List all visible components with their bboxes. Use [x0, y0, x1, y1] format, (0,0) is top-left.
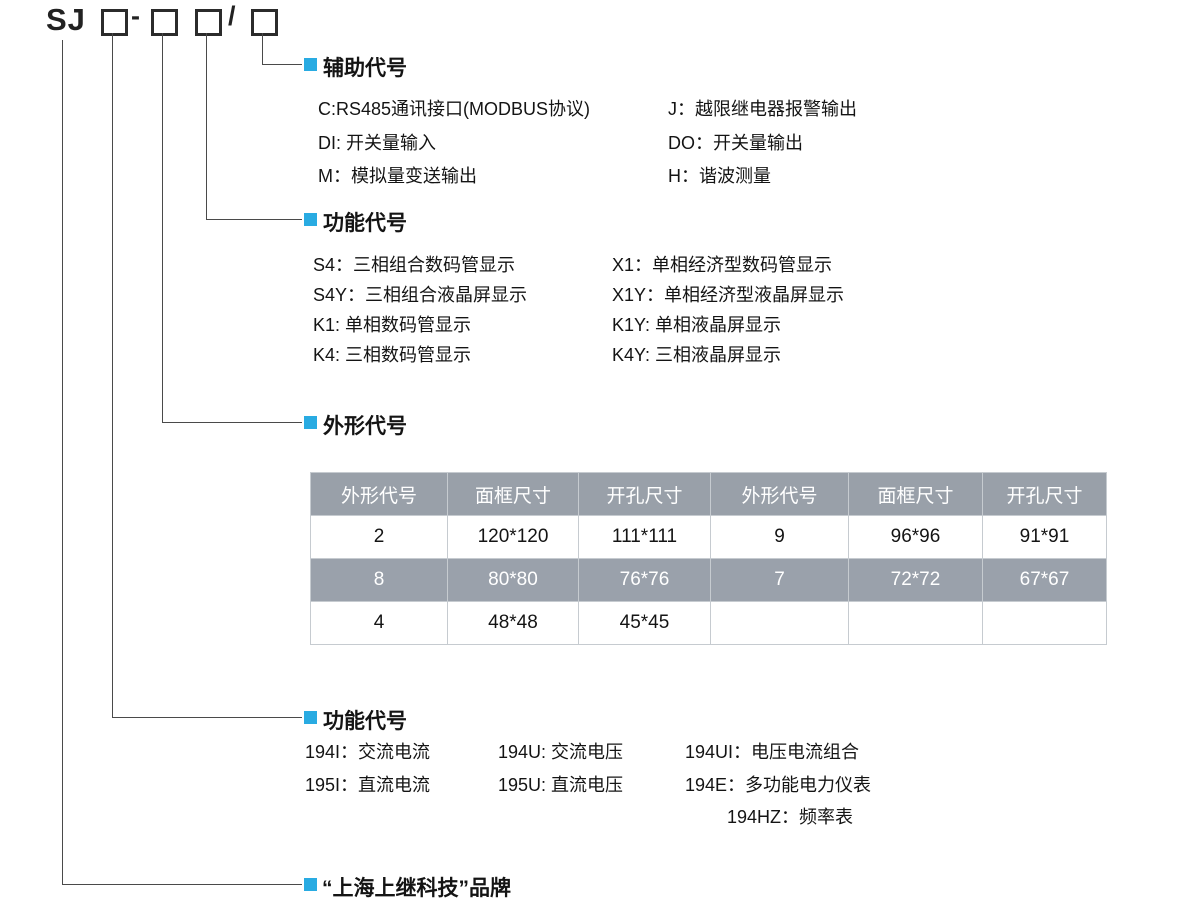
- function-type-item: 194UI：电压电流组合: [685, 742, 860, 762]
- table-cell: 67*67: [982, 558, 1107, 602]
- table-cell: 45*45: [578, 601, 711, 645]
- connector-line-function-display-vertical: [206, 33, 207, 220]
- table-cell: 8: [310, 558, 448, 602]
- table-cell: 2: [310, 515, 448, 559]
- table-header-cell: 开孔尺寸: [982, 472, 1107, 516]
- connector-line-function-type-vertical: [112, 33, 113, 718]
- table-cell: 96*96: [848, 515, 983, 559]
- function-display-item: K4Y: 三相液晶屏显示: [612, 345, 782, 365]
- table-cell: [710, 601, 849, 645]
- auxiliary-item: M：模拟量变送输出: [318, 166, 477, 186]
- function-type-item: 195I：直流电流: [305, 775, 431, 795]
- connector-line-auxiliary-vertical: [262, 33, 263, 65]
- model-prefix: SJ: [46, 2, 86, 37]
- function-display-item: K4: 三相数码管显示: [313, 345, 472, 365]
- brand-section-title: “上海上继科技”品牌: [322, 877, 511, 900]
- connector-line-function-type-horizontal: [112, 717, 302, 718]
- function-display-item: S4：三相组合数码管显示: [313, 255, 516, 275]
- function-display-item: K1Y: 单相液晶屏显示: [612, 315, 782, 335]
- table-header-cell: 外形代号: [710, 472, 849, 516]
- function-display-section-title: 功能代号: [323, 212, 407, 235]
- model-box-3: [195, 9, 222, 36]
- connector-line-brand-horizontal: [62, 884, 302, 885]
- model-dash: -: [131, 1, 140, 31]
- auxiliary-item: J：越限继电器报警输出: [668, 99, 857, 119]
- function-display-bullet-icon: [304, 213, 317, 226]
- function-type-item: 194I：交流电流: [305, 742, 431, 762]
- brand-bullet-icon: [304, 878, 317, 891]
- shape-code-table: 外形代号 面框尺寸 开孔尺寸 外形代号 面框尺寸 开孔尺寸 2 120*120 …: [310, 472, 1107, 645]
- table-cell: 9: [710, 515, 849, 559]
- function-display-item: S4Y：三相组合液晶屏显示: [313, 285, 528, 305]
- connector-line-shape-vertical: [162, 33, 163, 423]
- auxiliary-item: DI: 开关量输入: [318, 133, 437, 153]
- function-display-item: X1Y：单相经济型液晶屏显示: [612, 285, 845, 305]
- table-header-row: 外形代号 面框尺寸 开孔尺寸 外形代号 面框尺寸 开孔尺寸: [310, 472, 1107, 516]
- connector-line-brand-vertical: [62, 40, 63, 885]
- function-type-item: 194HZ：频率表: [727, 807, 854, 827]
- table-row: 2 120*120 111*111 9 96*96 91*91: [310, 515, 1107, 559]
- function-type-section-title: 功能代号: [323, 710, 407, 733]
- table-cell: 76*76: [578, 558, 711, 602]
- table-cell: 4: [310, 601, 448, 645]
- shape-table-wrapper: 外形代号 面框尺寸 开孔尺寸 外形代号 面框尺寸 开孔尺寸 2 120*120 …: [310, 472, 1107, 645]
- shape-section-title: 外形代号: [323, 415, 407, 438]
- table-cell: 48*48: [447, 601, 579, 645]
- shape-bullet-icon: [304, 416, 317, 429]
- model-box-4: [251, 9, 278, 36]
- model-slash: /: [228, 1, 236, 31]
- table-row: 8 80*80 76*76 7 72*72 67*67: [310, 558, 1107, 602]
- table-cell: 7: [710, 558, 849, 602]
- function-type-item: 194U: 交流电压: [498, 742, 624, 762]
- connector-line-auxiliary-horizontal: [262, 64, 302, 65]
- auxiliary-section-title: 辅助代号: [323, 57, 407, 80]
- auxiliary-item: H：谐波测量: [668, 166, 771, 186]
- model-box-1: [101, 9, 128, 36]
- function-display-item: K1: 单相数码管显示: [313, 315, 472, 335]
- table-header-cell: 面框尺寸: [447, 472, 579, 516]
- auxiliary-bullet-icon: [304, 58, 317, 71]
- table-cell: 91*91: [982, 515, 1107, 559]
- table-cell: 80*80: [447, 558, 579, 602]
- table-header-cell: 面框尺寸: [848, 472, 983, 516]
- function-type-item: 195U: 直流电压: [498, 775, 624, 795]
- function-type-item: 194E：多功能电力仪表: [685, 775, 872, 795]
- table-header-cell: 开孔尺寸: [578, 472, 711, 516]
- model-box-2: [151, 9, 178, 36]
- connector-line-shape-horizontal: [162, 422, 302, 423]
- table-cell: [848, 601, 983, 645]
- auxiliary-item: C:RS485通讯接口(MODBUS协议): [318, 99, 591, 119]
- connector-line-function-display-horizontal: [206, 219, 302, 220]
- table-cell: 120*120: [447, 515, 579, 559]
- table-cell: 72*72: [848, 558, 983, 602]
- function-display-item: X1：单相经济型数码管显示: [612, 255, 833, 275]
- table-header-cell: 外形代号: [310, 472, 448, 516]
- table-cell: 111*111: [578, 515, 711, 559]
- table-cell: [982, 601, 1107, 645]
- function-type-bullet-icon: [304, 711, 317, 724]
- table-row: 4 48*48 45*45: [310, 601, 1107, 645]
- auxiliary-item: DO：开关量输出: [668, 133, 803, 153]
